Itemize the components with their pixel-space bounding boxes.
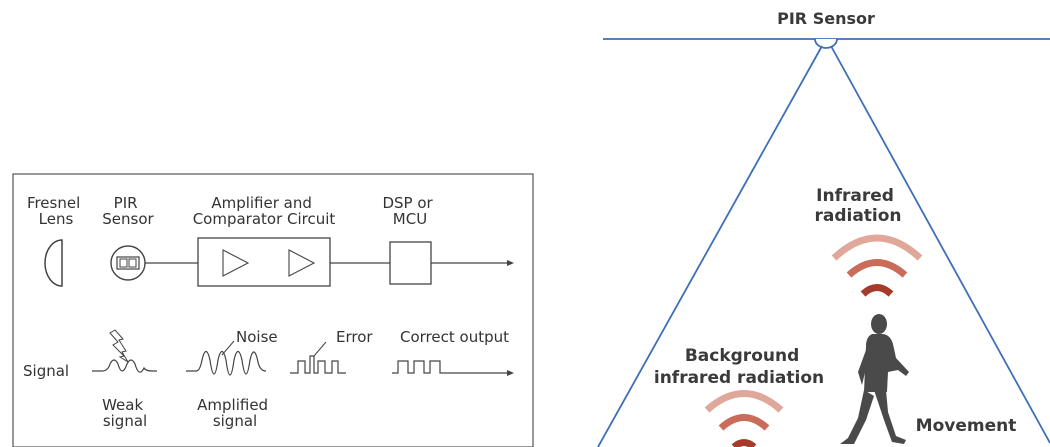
amplifier-block [197,237,331,287]
movement-label: Movement [916,416,1017,436]
dsp-mcu-label: DSP or MCU [382,194,437,228]
arrow-head-icon [507,260,514,266]
signal-label: Signal [23,362,69,380]
error-label: Error [336,328,373,346]
infrared-radiation-label: Infrared radiation [814,186,901,226]
arrow-head-icon [507,370,514,376]
noise-label: Noise [236,328,278,346]
comparator-triangle-icon [288,249,316,277]
dsp-mcu-block [389,241,432,285]
amplified-signal-wave [186,350,267,376]
background-radiation-label: Background infrared radiation [654,346,824,388]
infrared-waves-icon [831,234,923,297]
error-pointer [313,341,327,357]
detection-cone-left [597,45,823,447]
block-diagram-frame [12,173,534,447]
noise-pointer [221,340,235,356]
pir-sensor-icon [110,245,146,281]
error-signal-wave [290,355,346,374]
amplifier-triangle-icon [222,249,250,277]
weak-signal-label: Weak signal [102,396,148,430]
fresnel-lens-icon [44,239,63,287]
amplified-signal-label: Amplified signal [197,396,273,430]
pir-sensor-title: PIR Sensor [777,9,875,28]
background-waves-icon [704,390,784,447]
detection-cone-right [830,45,1050,444]
correct-output-label: Correct output [400,328,509,346]
amplifier-label: Amplifier and Comparator Circuit [193,194,336,228]
correct-output-wave [392,360,507,374]
walking-person-icon [840,314,909,444]
weak-signal-wave [92,359,157,373]
fresnel-lens-label: Fresnel Lens [27,194,85,228]
pir-sensor-label: PIR Sensor [102,194,154,228]
pir-sensor-dome-icon [814,38,838,49]
lightning-icon [109,329,129,363]
